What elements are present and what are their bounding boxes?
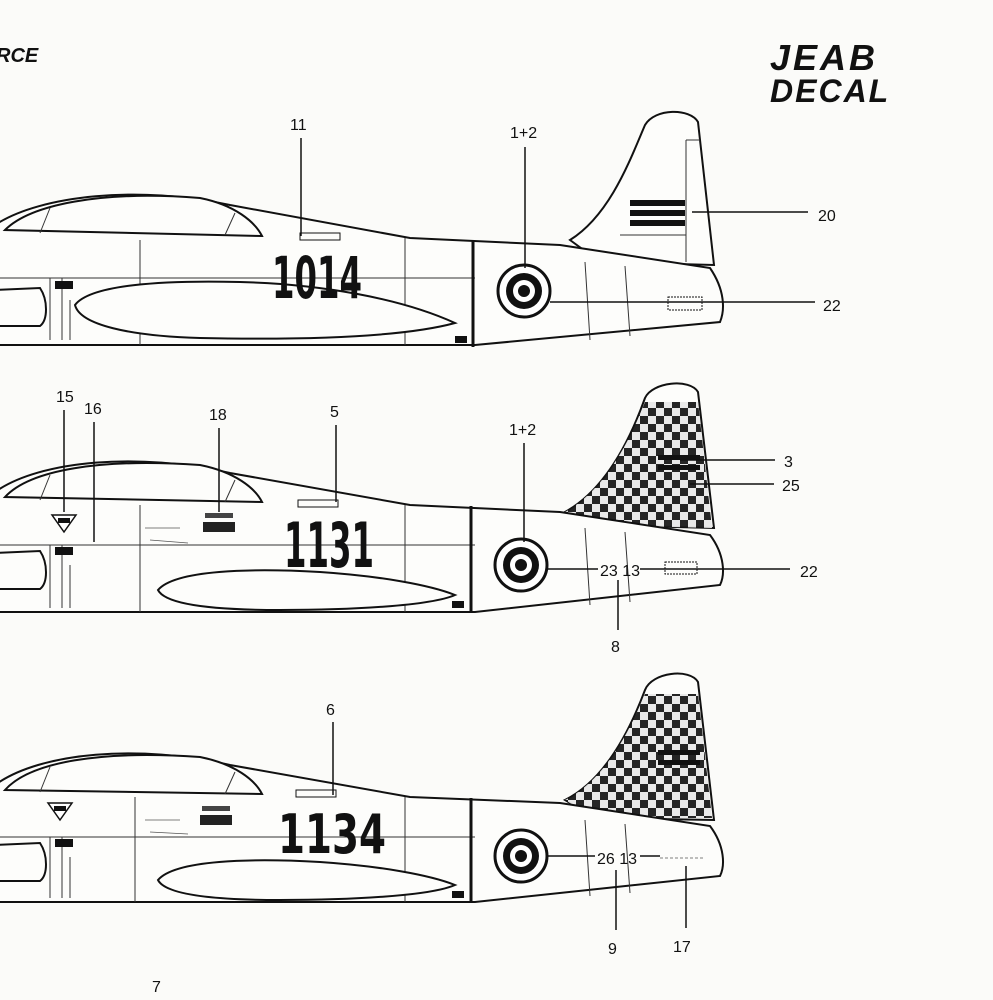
callout-22-a: 22 — [823, 298, 841, 315]
aircraft-profile-3: 1134 26 13 6 9 17 — [0, 672, 724, 958]
tail-code-2: 23 13 — [600, 563, 640, 580]
callout-16: 16 — [84, 401, 102, 418]
roundel-3 — [493, 828, 549, 884]
roundel-2 — [493, 537, 549, 593]
callout-1-2-b: 1+2 — [509, 422, 536, 439]
callout-15: 15 — [56, 389, 74, 406]
aircraft-profile-1: 1014 11 1+2 20 22 — [0, 110, 841, 347]
callout-8: 8 — [611, 639, 620, 656]
callout-22-b: 22 — [800, 564, 818, 581]
callout-20: 20 — [818, 208, 836, 225]
header-left-fragment: RCE — [0, 45, 39, 67]
tail-code-3: 26 13 — [597, 851, 637, 868]
roundel-1 — [496, 263, 552, 319]
callout-3: 3 — [784, 454, 793, 471]
badge-18 — [203, 522, 235, 532]
callout-17: 17 — [673, 939, 691, 956]
brand-line-2: DECAL — [770, 73, 890, 109]
callout-6: 6 — [326, 702, 335, 719]
fuselage-serial-3: 1134 — [278, 803, 386, 866]
tail-flash-1 — [630, 200, 685, 206]
checkered-tail-3 — [565, 694, 712, 818]
callout-25: 25 — [782, 478, 800, 495]
callout-11: 11 — [290, 117, 307, 134]
callout-9: 9 — [608, 941, 617, 958]
callout-7: 7 — [152, 979, 161, 996]
callout-1-2-a: 1+2 — [510, 125, 537, 142]
callout-5: 5 — [330, 404, 339, 421]
callout-18: 18 — [209, 407, 227, 424]
aircraft-profile-2: 1131 23 13 15 16 18 5 1+2 3 25 22 8 — [0, 382, 818, 656]
stencil-box-1 — [667, 296, 703, 311]
checkered-tail-2 — [565, 402, 712, 528]
fuselage-serial-2: 1131 — [284, 509, 374, 582]
brand-line-1: JEAB — [770, 37, 878, 78]
fuselage-serial-1: 1014 — [272, 244, 362, 312]
